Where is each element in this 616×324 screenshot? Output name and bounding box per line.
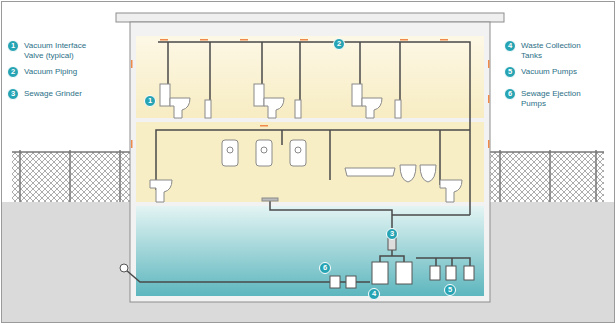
legend-text: Sewage Grinder — [24, 89, 106, 99]
callout-circle: 6 — [319, 262, 331, 274]
building — [116, 13, 504, 302]
vacuum-piping — [126, 42, 470, 282]
legend-text: Vacuum Interface Valve (typical) — [24, 41, 106, 60]
callout-number: 1 — [145, 96, 155, 106]
callout-circle: 1 — [144, 95, 156, 107]
callout-number: 4 — [505, 41, 515, 51]
ceiling-marks — [131, 39, 490, 148]
callout-circle: 6Sewage Ejection Pumps — [504, 88, 516, 100]
callout-number: 6 — [320, 263, 330, 273]
legend-text: Sewage Ejection Pumps — [521, 89, 597, 108]
callout-circle: 2Vacuum Piping — [7, 66, 19, 78]
callout-number: 3 — [387, 229, 397, 239]
callout-number: 6 — [505, 89, 515, 99]
callout-number: 3 — [8, 89, 18, 99]
callout-circle: 3Sewage Grinder — [7, 88, 19, 100]
callout-circle: 1Vacuum Interface Valve (typical) — [7, 40, 19, 52]
callout-circle: 4Waste Collection Tanks — [504, 40, 516, 52]
callout-circle: 2 — [333, 38, 345, 50]
callout-number: 5 — [505, 67, 515, 77]
callout-number: 4 — [369, 289, 379, 299]
callout-circle: 5Vacuum Pumps — [504, 66, 516, 78]
callout-number: 2 — [334, 39, 344, 49]
callout-number: 5 — [445, 285, 455, 295]
legend-text: Waste Collection Tanks — [521, 41, 597, 60]
legend-text: Vacuum Piping — [24, 67, 106, 77]
callout-number: 2 — [8, 67, 18, 77]
callout-circle: 3 — [386, 228, 398, 240]
fixtures — [150, 84, 462, 202]
callout-circle: 4 — [368, 288, 380, 300]
callout-number: 1 — [8, 41, 18, 51]
callout-circle: 5 — [444, 284, 456, 296]
ground — [2, 202, 614, 322]
legend-text: Vacuum Pumps — [521, 67, 597, 77]
equipment — [120, 238, 474, 288]
